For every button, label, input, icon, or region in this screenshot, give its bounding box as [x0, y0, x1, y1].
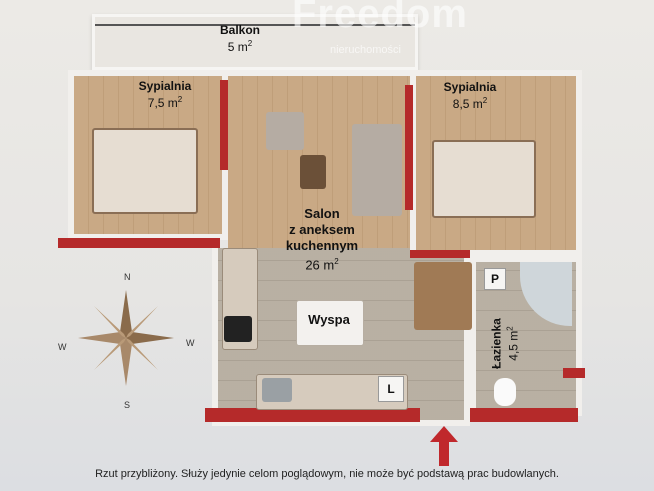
room-area: 26 m2 — [305, 257, 339, 273]
bed-right — [432, 140, 536, 218]
room-area: 4,5 m2 — [505, 326, 521, 361]
watermark-sub: nieruchomości — [330, 44, 401, 56]
room-name: Sypialnia — [138, 79, 192, 93]
sink — [262, 378, 292, 402]
wardrobe — [414, 262, 472, 330]
room-name: Łazienka — [489, 318, 504, 369]
balcony-label: Balkon 5 m2 — [200, 23, 280, 54]
sofa — [352, 124, 402, 216]
room-area: 7,5 m2 — [147, 95, 183, 110]
compass-south: S — [124, 400, 131, 410]
room-name: kuchennym — [285, 238, 359, 253]
wall-accent — [563, 368, 585, 378]
room-name: Sypialnia — [443, 80, 497, 94]
wall-accent — [410, 250, 470, 258]
toilet — [494, 378, 516, 406]
wall-accent — [470, 408, 578, 422]
entrance-arrow-icon — [430, 426, 458, 471]
compass-icon — [70, 282, 182, 394]
balcony-railing — [95, 24, 415, 26]
disclaimer: Rzut przybliżony. Służy jedynie celom po… — [95, 468, 559, 480]
room-name: Balkon — [219, 23, 260, 37]
room-name: z aneksem — [289, 222, 355, 237]
room-area: 8,5 m2 — [452, 96, 488, 111]
cooktop — [224, 316, 252, 342]
armchair — [266, 112, 304, 150]
wall-accent — [220, 80, 228, 170]
bedroom-right-label: Sypialnia 8,5 m2 — [430, 80, 510, 111]
compass-north: N — [124, 272, 131, 282]
balcony — [92, 14, 418, 70]
island-label: Wyspa — [308, 312, 350, 327]
coffee-table — [300, 155, 326, 189]
marker-l: L — [378, 376, 404, 402]
compass-west: W — [58, 342, 67, 352]
bedroom-left-label: Sypialnia 7,5 m2 — [125, 79, 205, 110]
wall-accent — [205, 408, 420, 422]
watermark-logo: Freedom — [292, 0, 468, 36]
kitchen-island — [296, 300, 364, 346]
wall-accent — [405, 85, 413, 210]
room-name: Salon — [304, 206, 340, 221]
marker-p: P — [484, 268, 506, 290]
compass-east: W — [186, 338, 195, 348]
bed-left — [92, 128, 198, 214]
room-area: 5 m2 — [227, 39, 253, 54]
wall-accent — [58, 238, 220, 248]
